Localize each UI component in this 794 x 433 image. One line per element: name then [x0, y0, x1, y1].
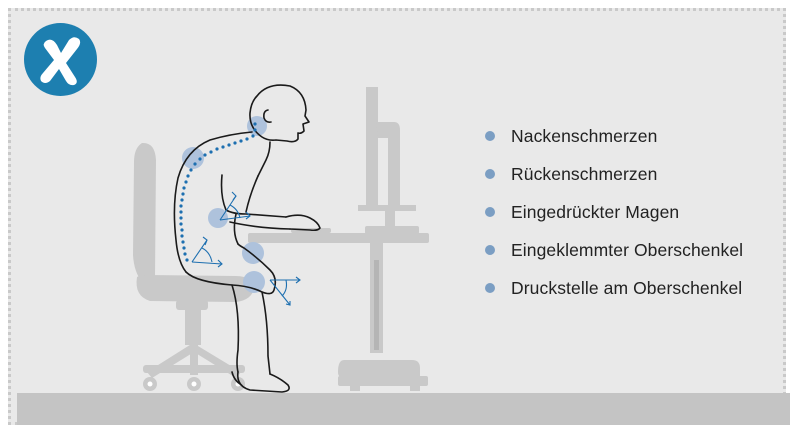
legend-item: Druckstelle am Oberschenkel [485, 269, 743, 307]
legend-label: Eingedrückter Magen [511, 202, 679, 223]
floor [17, 393, 790, 425]
legend-label: Eingeklemmter Oberschenkel [511, 240, 743, 261]
legend-label: Nackenschmerzen [511, 126, 657, 147]
legend-item: Nackenschmerzen [485, 117, 743, 155]
bullet-icon [485, 283, 495, 293]
legend-label: Rückenschmerzen [511, 164, 657, 185]
x-mark-icon [24, 23, 97, 96]
bullet-icon [485, 169, 495, 179]
symptom-legend: Nackenschmerzen Rückenschmerzen Eingedrü… [485, 117, 743, 307]
legend-label: Druckstelle am Oberschenkel [511, 278, 742, 299]
bullet-icon [485, 207, 495, 217]
wrong-posture-badge [24, 23, 97, 96]
legend-item: Eingeklemmter Oberschenkel [485, 231, 743, 269]
bullet-icon [485, 131, 495, 141]
legend-item: Rückenschmerzen [485, 155, 743, 193]
legend-item: Eingedrückter Magen [485, 193, 743, 231]
bullet-icon [485, 245, 495, 255]
